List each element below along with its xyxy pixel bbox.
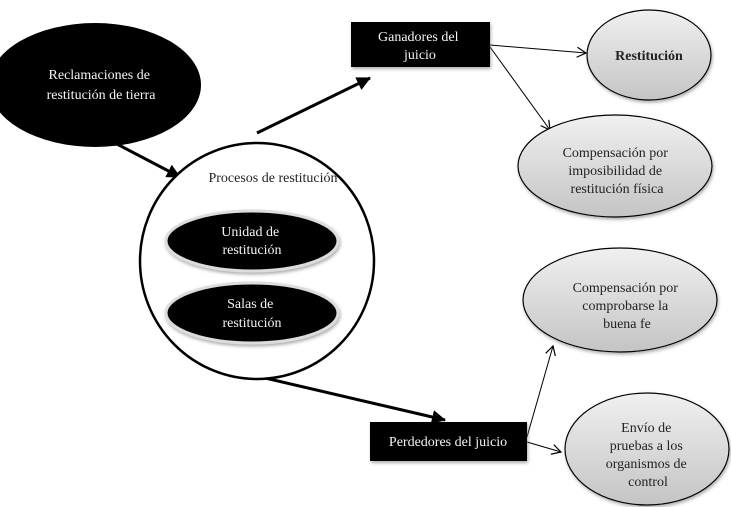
svg-text:Compensación por imposib: Compensación por imposibilidad de restit… (563, 146, 672, 197)
svg-text:Perdedores del juicio: Perdedores del juicio (389, 435, 507, 450)
outcome-envio-line-1: Envío de (621, 421, 671, 436)
svg-text:Restitución: Restitución (615, 49, 683, 64)
outcome-compensacion-imposibilidad: Compensación por imposibilidad de restit… (517, 114, 713, 218)
winners-node: Ganadores del juicio (351, 22, 490, 67)
outcome-envio-line-2: pruebas a los (610, 439, 683, 454)
winners-line-1: Ganadores del (378, 30, 459, 45)
outcome-imposibilidad-line-1: Compensación por (563, 146, 669, 161)
losers-line-1: Perdedores del juicio (389, 435, 507, 450)
outcome-compensacion-buena-fe: Compensación por comprobarse la buena fe (522, 247, 718, 353)
claims-node-line-1: Reclamaciones de (49, 68, 150, 83)
connector-losers-to-envio (526, 441, 563, 455)
claims-node: Reclamaciones de restitución de tierra (0, 23, 201, 147)
unit-node-salas: Salas de restitución (164, 281, 340, 345)
process-group: Procesos de restitución Unidad de restit… (138, 141, 376, 381)
unit-salas-line-2: restitución (222, 316, 281, 331)
svg-text:Salas de restitución: Salas de restitución (222, 297, 281, 331)
connector-claims-to-process (114, 141, 181, 179)
connector-winners-to-compensacion-imposibilidad (489, 46, 551, 132)
unit-unidad-line-1: Unidad de (221, 225, 279, 240)
outcome-envio-line-3: organismos de (606, 457, 687, 472)
svg-text:Envío de pruebas a los: Envío de pruebas a los organismos de con… (606, 421, 691, 490)
losers-node: Perdedores del juicio (370, 422, 527, 461)
outcome-restitucion-line-1: Restitución (615, 49, 683, 64)
process-title: Procesos de restitución (208, 171, 337, 186)
connector-process-to-winners (256, 76, 371, 135)
outcome-imposibilidad-line-3: restitución física (571, 182, 665, 197)
outcome-envio-pruebas: Envío de pruebas a los organismos de con… (564, 392, 730, 506)
connector-losers-to-compensacion-buena-fe (526, 344, 556, 438)
claims-node-line-2: restitución de tierra (47, 88, 157, 103)
connector-winners-to-restitucion (489, 44, 588, 58)
outcome-envio-line-4: control (628, 475, 668, 490)
svg-text:Compensación por comprob: Compensación por comprobarse la buena fe (573, 281, 682, 332)
outcome-restitucion: Restitución (586, 9, 712, 101)
unit-salas-line-1: Salas de (227, 297, 273, 312)
svg-text:Ganadores del juicio: Ganadores del juicio (378, 30, 462, 63)
unit-unidad-line-2: restitución (222, 243, 281, 258)
outcome-buena-fe-line-3: buena fe (603, 317, 651, 332)
outcome-imposibilidad-line-2: imposibilidad de (568, 164, 662, 179)
claims-node-label: Reclamaciones de restitución de tierra (47, 68, 157, 103)
outcome-buena-fe-line-1: Compensación por (573, 281, 679, 296)
connector-process-to-losers (264, 376, 446, 424)
svg-text:Unidad de restitución: Unidad de restitución (221, 225, 282, 258)
outcome-buena-fe-line-2: comprobarse la (582, 299, 669, 314)
unit-node-unidad: Unidad de restitución (164, 209, 340, 273)
winners-line-2: juicio (403, 48, 436, 63)
